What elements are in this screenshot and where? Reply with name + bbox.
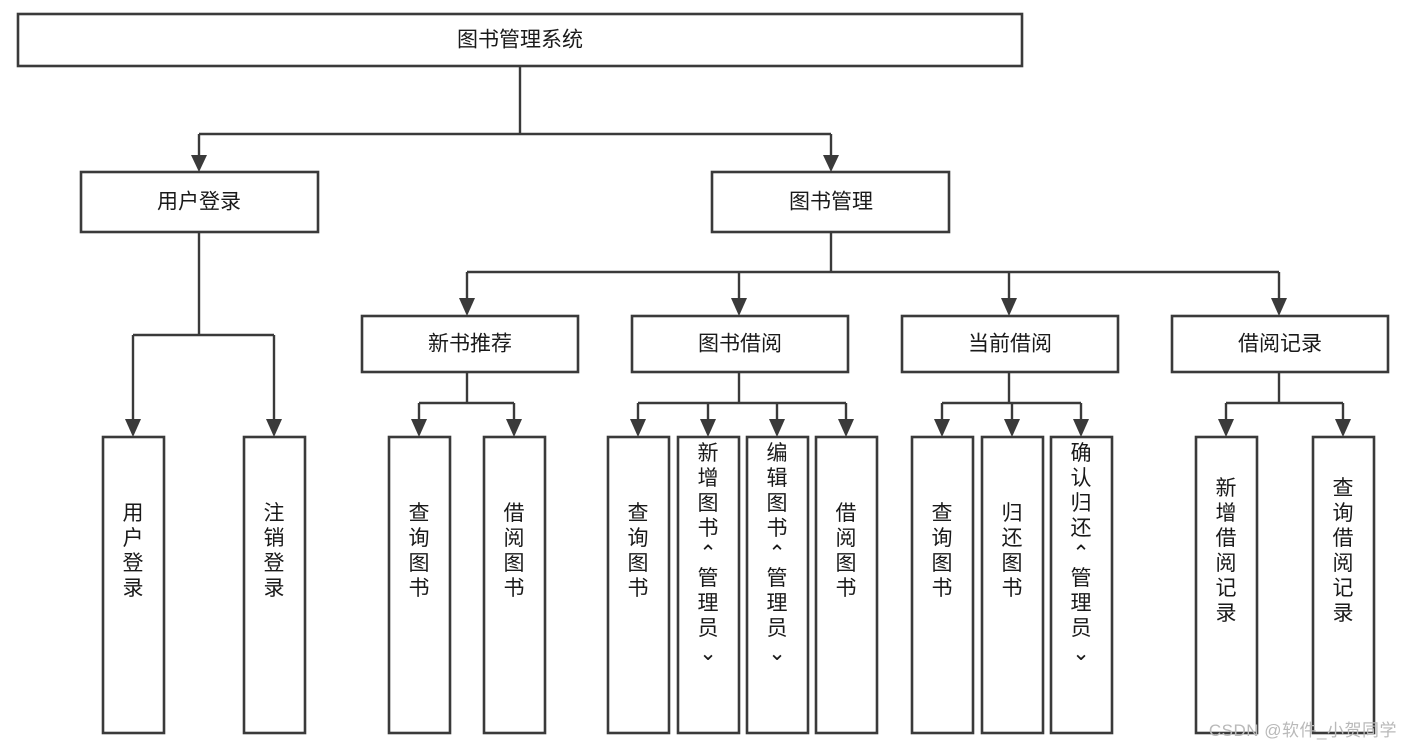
leaf-new-book-1[interactable]: 查询图书 <box>387 435 452 735</box>
edge-group-borrowrecord-to-leaves <box>1218 372 1351 437</box>
node-book-borrow-label: 图书借阅 <box>698 333 782 356</box>
leaf-book-borrow-4-box[interactable] <box>814 435 879 735</box>
leaf-user-login-1[interactable]: 用户登录 <box>101 435 166 735</box>
node-borrow-record-label: 借阅记录 <box>1238 333 1322 356</box>
csdn-watermark: CSDN @软件_小贺同学 <box>1208 721 1397 740</box>
leaf-book-borrow-4[interactable]: 借阅图书 <box>814 435 879 735</box>
leaf-user-login-2-label: 注销登录 <box>264 502 285 600</box>
arrow-bookborrow-leaf-4 <box>838 419 854 437</box>
leaf-borrow-record-1-box[interactable] <box>1194 435 1259 735</box>
leaf-user-login-1-box[interactable] <box>101 435 166 735</box>
leaf-book-borrow-3[interactable]: 编辑图书⌃管理员⌄ <box>745 435 810 735</box>
leaf-borrow-record-2-label: 查询借阅记录 <box>1333 477 1354 625</box>
node-user-login-box[interactable] <box>79 170 320 234</box>
leaf-current-borrow-3-box[interactable] <box>1049 435 1114 735</box>
arrow-newbook-leaf-2 <box>506 419 522 437</box>
arrow-to-current-borrow <box>1001 298 1017 316</box>
leaf-book-borrow-3-box[interactable] <box>745 435 810 735</box>
leaf-new-book-1-label: 查询图书 <box>409 502 430 600</box>
arrow-currentborrow-leaf-2 <box>1004 419 1020 437</box>
arrow-currentborrow-leaf-3 <box>1073 419 1089 437</box>
node-current-borrow-box[interactable] <box>900 314 1120 374</box>
node-root-box[interactable] <box>16 12 1024 68</box>
leaf-borrow-record-1-label: 新增借阅记录 <box>1216 477 1237 625</box>
edge-group-bookborrow-to-leaves <box>630 372 854 437</box>
node-book-management-label: 图书管理 <box>789 191 873 214</box>
node-borrow-record[interactable]: 借阅记录 <box>1170 314 1390 374</box>
arrow-userlogin-leaf-1 <box>125 419 141 437</box>
arrow-to-book-mgmt <box>823 155 839 172</box>
edge-group-userlogin-to-leaves <box>125 232 282 437</box>
leaf-book-borrow-2[interactable]: 新增图书⌃管理员⌄ <box>676 435 741 735</box>
node-root-label: 图书管理系统 <box>457 29 583 52</box>
node-borrow-record-box[interactable] <box>1170 314 1390 374</box>
arrow-bookborrow-leaf-1 <box>630 419 646 437</box>
leaf-book-borrow-2-box[interactable] <box>676 435 741 735</box>
arrow-borrowrecord-leaf-2 <box>1335 419 1351 437</box>
leaf-current-borrow-2[interactable]: 归还图书 <box>980 435 1045 735</box>
leaf-current-borrow-1[interactable]: 查询图书 <box>910 435 975 735</box>
leaf-book-borrow-1-box[interactable] <box>606 435 671 735</box>
leaf-book-borrow-1[interactable]: 查询图书 <box>606 435 671 735</box>
leaf-borrow-record-1[interactable]: 新增借阅记录 <box>1194 435 1259 735</box>
arrow-to-user-login <box>191 155 207 172</box>
node-new-book-recommend-box[interactable] <box>360 314 580 374</box>
arrow-currentborrow-leaf-1 <box>934 419 950 437</box>
node-new-book-recommend-label: 新书推荐 <box>428 333 512 356</box>
leaf-book-borrow-2-label: 新增图书⌃管理员⌄ <box>698 442 719 665</box>
leaf-new-book-2-label: 借阅图书 <box>504 502 525 600</box>
node-user-login[interactable]: 用户登录 <box>79 170 320 234</box>
node-root[interactable]: 图书管理系统 <box>16 12 1024 68</box>
leaf-current-borrow-1-box[interactable] <box>910 435 975 735</box>
leaf-user-login-2-box[interactable] <box>242 435 307 735</box>
leaf-new-book-2[interactable]: 借阅图书 <box>482 435 547 735</box>
edge-group-currentborrow-to-leaves <box>934 372 1089 437</box>
leaf-user-login-1-label: 用户登录 <box>123 502 144 600</box>
leaf-new-book-1-box[interactable] <box>387 435 452 735</box>
arrow-to-borrow-record <box>1271 298 1287 316</box>
leaf-current-borrow-1-label: 查询图书 <box>932 502 953 600</box>
leaf-book-borrow-3-label: 编辑图书⌃管理员⌄ <box>767 442 788 665</box>
arrow-bookborrow-leaf-2 <box>700 419 716 437</box>
leaf-current-borrow-3-label: 确认归还⌃管理员⌄ <box>1071 442 1092 665</box>
arrow-to-new-book <box>459 298 475 316</box>
leaf-borrow-record-2[interactable]: 查询借阅记录 <box>1311 435 1376 735</box>
node-book-management-box[interactable] <box>710 170 951 234</box>
arrow-userlogin-leaf-2 <box>266 419 282 437</box>
leaf-borrow-record-2-box[interactable] <box>1311 435 1376 735</box>
arrow-newbook-leaf-1 <box>411 419 427 437</box>
node-new-book-recommend[interactable]: 新书推荐 <box>360 314 580 374</box>
node-book-borrow-box[interactable] <box>630 314 850 374</box>
arrow-to-book-borrow <box>731 298 747 316</box>
leaf-current-borrow-3[interactable]: 确认归还⌃管理员⌄ <box>1049 435 1114 735</box>
arrow-borrowrecord-leaf-1 <box>1218 419 1234 437</box>
node-book-borrow[interactable]: 图书借阅 <box>630 314 850 374</box>
node-user-login-label: 用户登录 <box>157 191 241 214</box>
edge-group-root-to-level2 <box>191 66 839 172</box>
leaf-current-borrow-2-label: 归还图书 <box>1002 502 1023 600</box>
leaf-user-login-2[interactable]: 注销登录 <box>242 435 307 735</box>
edge-group-newbook-to-leaves <box>411 372 522 437</box>
leaf-current-borrow-2-box[interactable] <box>980 435 1045 735</box>
leaf-book-borrow-4-label: 借阅图书 <box>836 502 857 600</box>
node-current-borrow-label: 当前借阅 <box>968 333 1052 356</box>
edge-group-bookmgmt-to-level3 <box>459 232 1287 316</box>
node-current-borrow[interactable]: 当前借阅 <box>900 314 1120 374</box>
leaf-book-borrow-1-label: 查询图书 <box>628 502 649 600</box>
arrow-bookborrow-leaf-3 <box>769 419 785 437</box>
node-book-management[interactable]: 图书管理 <box>710 170 951 234</box>
leaf-new-book-2-box[interactable] <box>482 435 547 735</box>
